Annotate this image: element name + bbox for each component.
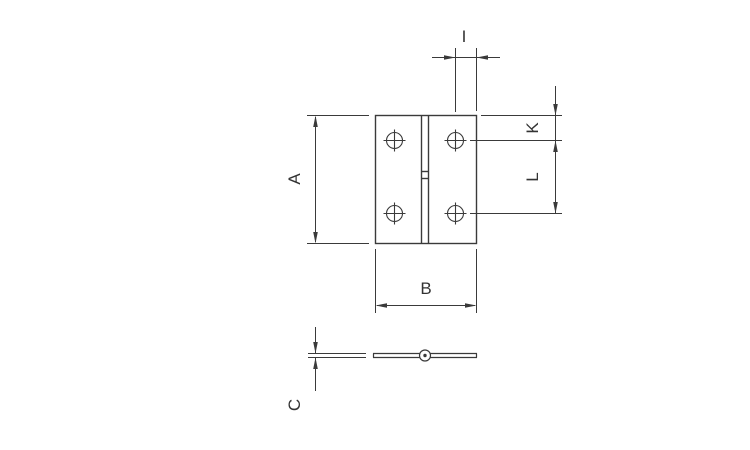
arrowhead-right <box>465 303 477 308</box>
screw-hole-icon <box>444 202 467 225</box>
screw-hole-icon <box>383 202 406 225</box>
screw-hole-icon <box>444 129 467 152</box>
arrowhead-up <box>313 115 318 127</box>
arrowhead-up <box>553 140 558 152</box>
side-view <box>372 349 478 362</box>
dim-label-hole-spacing: L <box>523 172 542 182</box>
hinge-outline <box>374 114 478 245</box>
pin-center-dot <box>423 353 427 358</box>
dim-label-thickness: C <box>285 398 304 412</box>
arrowhead-left <box>375 303 387 308</box>
dimension-lines <box>307 48 562 391</box>
arrowhead-left <box>476 55 488 60</box>
arrowhead-down <box>313 232 318 244</box>
dim-label-width: B <box>420 279 432 298</box>
dim-label-hole-edge-distance: I <box>461 27 467 46</box>
front-view <box>374 114 478 245</box>
arrowheads <box>313 55 558 369</box>
arrowhead-right <box>444 55 456 60</box>
dim-label-end-hole-distance: K <box>523 122 542 134</box>
arrowhead-down <box>553 202 558 214</box>
dim-label-leaf-height: A <box>285 173 304 185</box>
arrowhead-down <box>553 104 558 116</box>
screw-hole-icon <box>383 129 406 152</box>
arrowhead-down <box>313 342 318 354</box>
arrowhead-up <box>313 357 318 369</box>
